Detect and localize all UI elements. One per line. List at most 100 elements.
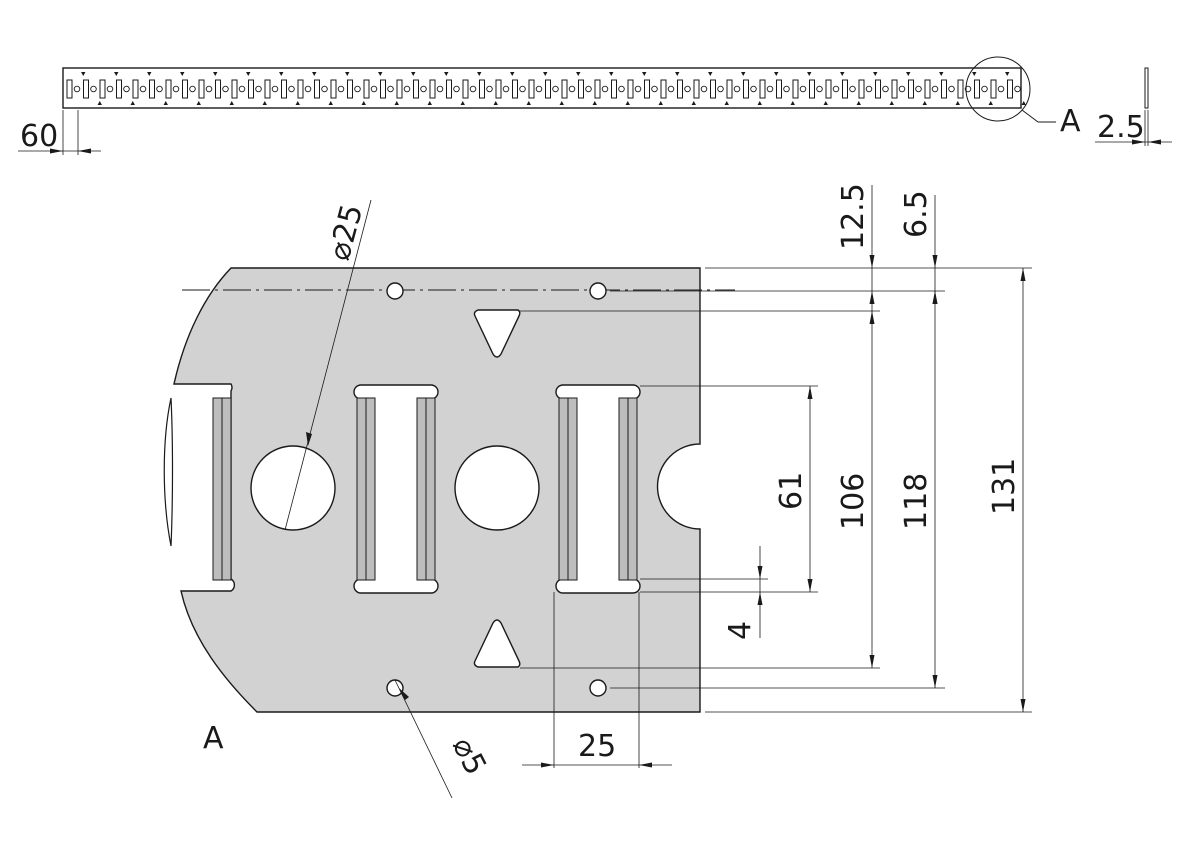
strip-triangle [790, 101, 795, 105]
dim-61-label: 61 [774, 472, 809, 510]
dim-61-arrow-1 [807, 386, 813, 399]
detail-a-title: A [203, 721, 224, 756]
dim-dia-25-arrow [306, 432, 312, 446]
strip-hole [106, 85, 114, 93]
small-hole-bottom-left [386, 679, 404, 697]
strip-hole [387, 85, 394, 93]
dim-25-arrow-2 [639, 762, 652, 768]
strip-triangle [295, 101, 300, 105]
dim-131-arrow-2 [1020, 699, 1026, 712]
strip-slot [759, 79, 766, 99]
strip-triangle [873, 72, 878, 76]
strip-slot [990, 79, 997, 99]
strip-triangle [691, 101, 696, 105]
strip-side-view [1144, 67, 1149, 109]
strip-hole [948, 85, 955, 93]
strip-triangle [180, 72, 185, 76]
strip-triangle [163, 101, 168, 105]
rail-left-2 [221, 397, 232, 581]
strip-hole [601, 85, 609, 93]
detail-a-callout: A [1060, 104, 1081, 139]
strip-triangle [576, 72, 581, 76]
strip-slot [446, 79, 452, 99]
strip-triangle [262, 101, 267, 105]
strip-triangle [972, 72, 977, 76]
dim-12-5-arrow-1 [869, 255, 875, 268]
strip-slot [858, 79, 865, 99]
strip-slot [99, 79, 106, 99]
strip-hole [337, 85, 345, 93]
strip-triangle [81, 72, 86, 76]
strip-triangle [823, 101, 828, 105]
strip-slot [809, 79, 815, 99]
strip-triangle [906, 72, 911, 76]
strip-hole [123, 85, 130, 93]
small-hole-top-right [589, 282, 607, 300]
strip-hole [799, 85, 807, 93]
strip-slot [594, 79, 601, 99]
strip-hole [832, 85, 840, 93]
dim-4-arrow-1 [757, 566, 763, 579]
strip-triangle [609, 72, 614, 76]
rail-middle-2 [365, 397, 376, 581]
strip-hole [667, 85, 675, 93]
strip-triangle [1021, 101, 1026, 105]
dim-2-5-label: 2.5 [1097, 110, 1145, 145]
strip-triangle [378, 72, 383, 76]
dim-dia-5-leader [394, 679, 453, 799]
strip-triangle [807, 72, 812, 76]
strip-triangle [510, 72, 515, 76]
strip-triangle [642, 72, 647, 76]
dim-106-label: 106 [836, 473, 871, 530]
dim-6-5-arrow-1 [932, 255, 938, 268]
strip-hole [816, 85, 823, 93]
strip-triangle [774, 72, 779, 76]
strip-slot [462, 79, 469, 99]
strip-triangle [708, 72, 713, 76]
strip-hole [964, 85, 972, 93]
strip-hole [486, 85, 493, 93]
strip-triangle [493, 101, 498, 105]
strip-triangle [922, 101, 927, 105]
dim-118-arrow-1 [932, 291, 938, 304]
strip-hole [783, 85, 790, 93]
strip-hole [73, 85, 81, 93]
dim-131-label: 131 [987, 458, 1022, 515]
rail-right-2 [567, 397, 578, 581]
strip-slot [297, 79, 304, 99]
strip-hole [469, 85, 477, 93]
dim-12-5-arrow-2 [869, 291, 875, 304]
strip-slot [578, 79, 584, 99]
strip-triangle [361, 101, 366, 105]
strip-triangle [477, 72, 482, 76]
rail-middle-1 [356, 397, 367, 581]
strip-slot [165, 79, 172, 99]
detail-dimensions: ⌀25 ⌀5 12.5 6.5 61 [284, 183, 1032, 799]
strip-hole [321, 85, 328, 93]
strip-slot [396, 79, 403, 99]
strip-hole [700, 85, 708, 93]
strip-slot [545, 79, 551, 99]
rail-middle-4 [425, 397, 436, 581]
dim-dia-25-value: 25 [327, 201, 371, 247]
strip-hole [139, 85, 147, 93]
strip-slot [363, 79, 370, 99]
strip-triangle [840, 72, 845, 76]
strip-hole [684, 85, 691, 93]
strip-slot [495, 79, 502, 99]
strip-slot [644, 79, 650, 99]
strip-triangle [147, 72, 152, 76]
dim-4-arrow-2 [757, 592, 763, 605]
rail-left-1 [212, 397, 223, 581]
strip-slot [611, 79, 617, 99]
slot-right-opening [577, 398, 619, 580]
strip-slot [132, 79, 139, 99]
strip-hole [997, 85, 1005, 93]
detail-a-leader [1021, 109, 1039, 123]
dim-12-5-label: 12.5 [836, 183, 871, 250]
strip-triangle [411, 72, 416, 76]
strip-slot [528, 79, 535, 99]
detail-a-circle [965, 56, 1031, 122]
strip-slot [875, 79, 881, 99]
strip-slot [710, 79, 716, 99]
